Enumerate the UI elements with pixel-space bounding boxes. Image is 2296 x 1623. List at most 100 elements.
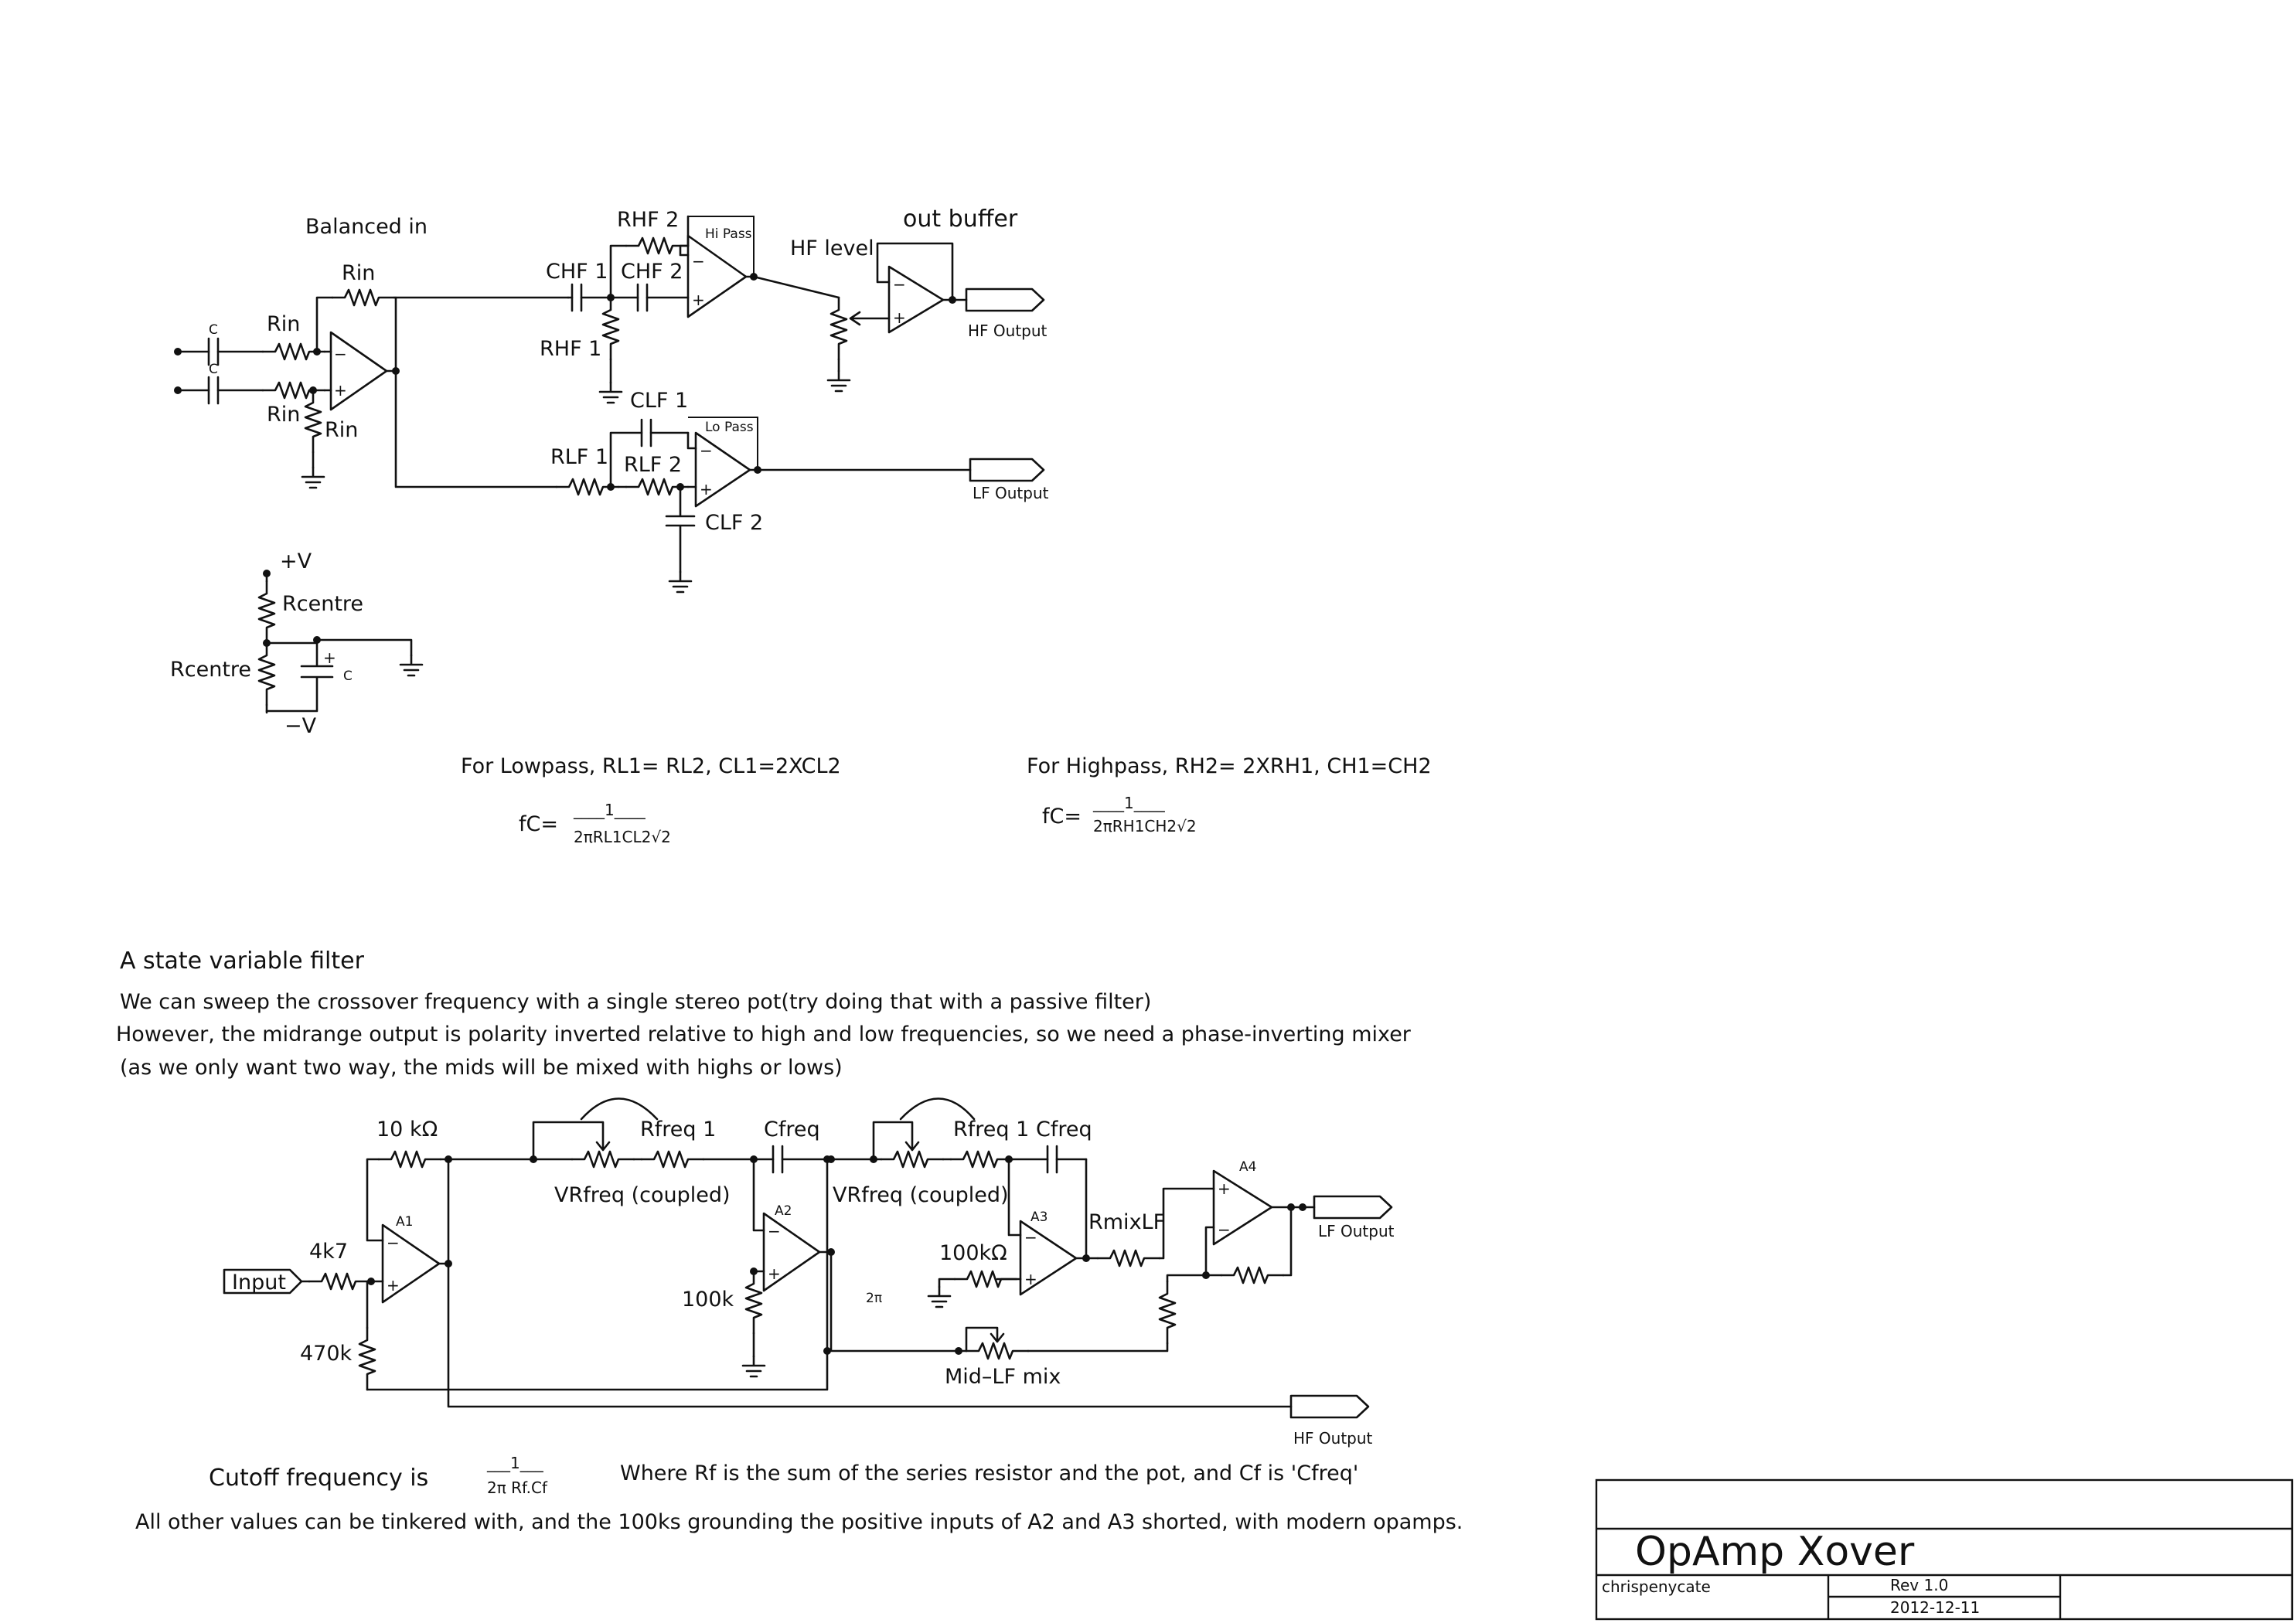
- rin-ground-label: Rin: [325, 418, 358, 442]
- opamp-a4: [1212, 1169, 1273, 1246]
- a2-label: A2: [775, 1203, 792, 1219]
- svg-text:−: −: [1024, 1228, 1037, 1247]
- chf2-label: CHF 2: [621, 260, 683, 284]
- rhf2-label: RHF 2: [617, 208, 679, 232]
- svf-line-1: We can sweep the crossover frequency wit…: [120, 990, 1151, 1014]
- svg-text:+: +: [893, 308, 906, 327]
- balanced-input-stage: Balanced in C C Rin Rin − + Rin Rin: [174, 215, 570, 489]
- rcentre-top-label: Rcentre: [282, 592, 363, 616]
- mid-lf-mix-label: Mid–LF mix: [945, 1365, 1061, 1389]
- svf-line-2: However, the midrange output is polarity…: [116, 1022, 1412, 1046]
- hp-denominator: 2πRH1CH2√2: [1093, 817, 1197, 835]
- svg-text:+: +: [700, 480, 713, 498]
- date-text: 2012-12-11: [1890, 1598, 1980, 1617]
- cfreq-2-label: Cfreq: [1036, 1118, 1092, 1142]
- low-pass-filter: RLF 1 RLF 2 CLF 1 CLF 2 − + Lo Pass LF O…: [550, 389, 1049, 594]
- cap-c-bottom-label: C: [209, 362, 218, 377]
- svg-text:+: +: [1024, 1270, 1037, 1288]
- opamp-a1: [381, 1223, 441, 1304]
- svg-text:−: −: [893, 275, 906, 294]
- rhf1-label: RHF 1: [540, 337, 601, 361]
- hipass-label: Hi Pass: [705, 226, 752, 242]
- highpass-rule: For Highpass, RH2= 2XRH1, CH1=CH2: [1027, 754, 1432, 778]
- lp-numerator: ____1____: [573, 801, 646, 819]
- out-buffer-label: out buffer: [903, 206, 1018, 233]
- rin-bottom-label: Rin: [267, 403, 300, 427]
- author-text: chrispenycate: [1602, 1577, 1711, 1596]
- lp-denominator: 2πRL1CL2√2: [574, 828, 671, 846]
- r470k-label: 470k: [300, 1342, 353, 1366]
- rfreq-2-label: Rfreq 1: [953, 1118, 1029, 1142]
- svg-text:−: −: [692, 252, 705, 270]
- svf-description: A state variable filter We can sweep the…: [116, 948, 1412, 1080]
- lp-fc-label: fC=: [519, 812, 558, 836]
- cutoff-numerator: ___1___: [486, 1454, 544, 1472]
- rcentre-bottom-label: Rcentre: [170, 658, 251, 682]
- svg-text:+: +: [334, 381, 347, 400]
- hf-output-port: [965, 288, 1045, 312]
- clf2-label: CLF 2: [705, 511, 763, 535]
- cutoff-prefix: Cutoff frequency is: [209, 1465, 428, 1492]
- rail-splitter: +V Rcentre Rcentre −V + C: [170, 550, 424, 738]
- svg-text:+: +: [1218, 1179, 1231, 1198]
- opamp-a3: [1019, 1220, 1078, 1296]
- vrfreq-1-label: VRfreq (coupled): [554, 1183, 731, 1207]
- high-pass-filter: CHF 1 CHF 2 RHF 1 RHF 2 − + Hi Pass HF l…: [540, 206, 1048, 404]
- cutoff-denominator: 2π Rf.Cf: [487, 1478, 548, 1497]
- svg-text:+: +: [387, 1276, 400, 1295]
- r100kohm-label: 100kΩ: [939, 1241, 1007, 1265]
- hf-level-label: HF level: [790, 236, 874, 260]
- cap-c-rail-label: C: [343, 669, 353, 684]
- svg-text:−: −: [334, 345, 347, 363]
- svf-line-3: (as we only want two way, the mids will …: [120, 1056, 843, 1080]
- filter-formulas: For Lowpass, RL1= RL2, CL1=2XCL2 For Hig…: [461, 754, 1432, 846]
- hp-numerator: ____1____: [1092, 794, 1166, 812]
- input-opamp: [329, 331, 388, 411]
- hf-output-label: HF Output: [968, 322, 1048, 340]
- input-label: Input: [232, 1271, 286, 1295]
- minus-v-label: −V: [284, 714, 317, 738]
- clf1-label: CLF 1: [630, 389, 688, 413]
- rfreq-1-label: Rfreq 1: [640, 1118, 716, 1142]
- title-text: OpAmp Xover: [1635, 1529, 1915, 1575]
- two-pi-label: 2π: [866, 1291, 882, 1306]
- a4-label: A4: [1239, 1159, 1256, 1175]
- svf-heading: A state variable filter: [120, 948, 365, 975]
- cfreq-1-label: Cfreq: [764, 1118, 820, 1142]
- svg-text:+: +: [323, 648, 336, 667]
- out-buffer-opamp: [887, 265, 945, 334]
- cutoff-suffix: Where Rf is the sum of the series resist…: [620, 1461, 1358, 1485]
- r100k-a2-label: 100k: [682, 1288, 734, 1312]
- rmixlf-label: RmixLF: [1088, 1210, 1165, 1234]
- cap-c-top-label: C: [209, 322, 218, 338]
- rlf1-label: RLF 1: [550, 445, 608, 469]
- hipass-opamp: [686, 234, 748, 318]
- svg-text:+: +: [768, 1264, 781, 1283]
- svf-hf-output-port: [1289, 1394, 1370, 1419]
- svf-schematic: Input 4k7 A1 − + 10 kΩ 470k HF Output VR…: [223, 1097, 1395, 1448]
- lf-output-port: [969, 458, 1045, 482]
- rev-text: Rev 1.0: [1890, 1576, 1948, 1594]
- opamp-a2: [762, 1212, 821, 1292]
- svg-text:−: −: [768, 1222, 781, 1240]
- plus-v-label: +V: [280, 550, 312, 573]
- input-port: [223, 1268, 303, 1295]
- rin-feedback-label: Rin: [342, 261, 375, 285]
- svg-text:−: −: [387, 1233, 400, 1252]
- svg-text:−: −: [700, 441, 713, 460]
- hp-fc-label: fC=: [1042, 805, 1082, 829]
- a3-label: A3: [1030, 1210, 1048, 1225]
- lopass-label: Lo Pass: [705, 420, 754, 435]
- lowpass-rule: For Lowpass, RL1= RL2, CL1=2XCL2: [461, 754, 841, 778]
- tinker-note: All other values can be tinkered with, a…: [135, 1510, 1463, 1534]
- chf1-label: CHF 1: [546, 260, 608, 284]
- vrfreq-2-label: VRfreq (coupled): [833, 1183, 1009, 1207]
- svf-hf-output-label: HF Output: [1293, 1429, 1373, 1448]
- lf-output-label: LF Output: [973, 484, 1049, 502]
- svg-text:−: −: [1218, 1220, 1231, 1239]
- a1-label: A1: [396, 1214, 413, 1230]
- svf-lf-output-port: [1313, 1195, 1393, 1220]
- cutoff-note: Cutoff frequency is ___1___ 2π Rf.Cf Whe…: [135, 1454, 1463, 1534]
- r4k7-label: 4k7: [309, 1240, 348, 1264]
